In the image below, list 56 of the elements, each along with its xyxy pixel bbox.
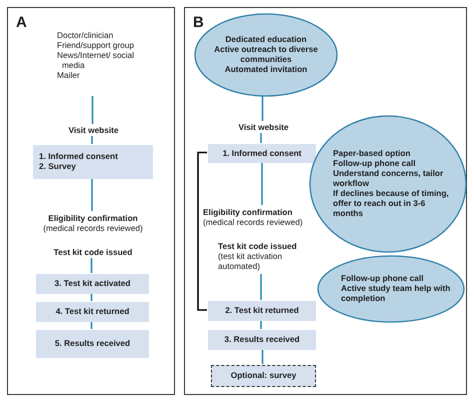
step-text: Active study team help with completion	[341, 284, 451, 304]
step-text: Follow-up phone call	[333, 159, 416, 170]
connector-line	[262, 96, 264, 121]
step-text: Visit website	[68, 126, 119, 136]
step-text: Eligibility confirmation	[48, 214, 138, 224]
connector-line	[260, 320, 262, 329]
step-text: 1. Informed consent	[39, 152, 118, 162]
step-text: 2. Survey	[39, 162, 76, 172]
step-box	[36, 330, 149, 358]
panel-letter: B	[193, 14, 204, 32]
step-text: (test kit activation automated)	[218, 252, 284, 272]
connector-line	[260, 133, 262, 143]
step-text: Optional: survey	[230, 371, 296, 381]
step-text: Eligibility confirmation	[203, 208, 292, 218]
bracket-line	[197, 152, 207, 311]
panel-letter: A	[16, 14, 27, 32]
step-text: 3. Results received	[224, 335, 300, 345]
step-box	[211, 365, 316, 387]
connector-line	[90, 258, 92, 273]
panel-frame	[184, 7, 467, 395]
step-text: 3. Test kit activated	[54, 279, 130, 289]
step-text: Test kit code issued	[54, 248, 132, 258]
step-text: 5. Results received	[54, 339, 130, 349]
connector-line	[90, 293, 92, 301]
step-text: Paper-based option	[333, 149, 410, 160]
connector-line	[261, 162, 263, 205]
step-text: (medical records reviewed)	[43, 224, 143, 234]
step-box	[208, 330, 316, 350]
source-text: Friend/support group	[57, 40, 134, 51]
step-text: Dedicated education	[225, 35, 307, 46]
step-box	[208, 301, 316, 321]
step-box	[36, 302, 149, 322]
step-text: 1. Informed consent	[222, 148, 302, 158]
step-text: Automated invitation	[224, 64, 308, 75]
connector-line	[90, 321, 92, 329]
step-text: 4. Test kit returned	[56, 307, 130, 317]
connector-line	[262, 349, 264, 364]
source-text: News/Internet/ social media	[57, 50, 136, 71]
step-text: Follow-up phone call	[341, 274, 424, 284]
connector-line	[260, 274, 262, 300]
step-box	[208, 144, 316, 163]
connector-line	[91, 178, 93, 211]
source-text: Mailer	[57, 70, 80, 81]
step-box	[33, 145, 153, 179]
step-text: Visit website	[238, 123, 289, 133]
connector-line	[92, 96, 94, 124]
source-text: Doctor/clinician	[57, 31, 114, 41]
step-box	[36, 274, 149, 294]
step-text: 2. Test kit returned	[225, 306, 299, 316]
step-text: Test kit code issued	[218, 242, 297, 252]
panel-frame	[7, 7, 175, 395]
step-text: If declines because of timing, offer to reach out in 3-6 months	[333, 188, 450, 219]
step-text: Understand concerns, tailor workflow	[333, 169, 444, 189]
step-text: Active outreach to diverse communities	[213, 45, 319, 65]
connector-line	[91, 136, 93, 144]
step-text: (medical records reviewed)	[203, 218, 303, 228]
